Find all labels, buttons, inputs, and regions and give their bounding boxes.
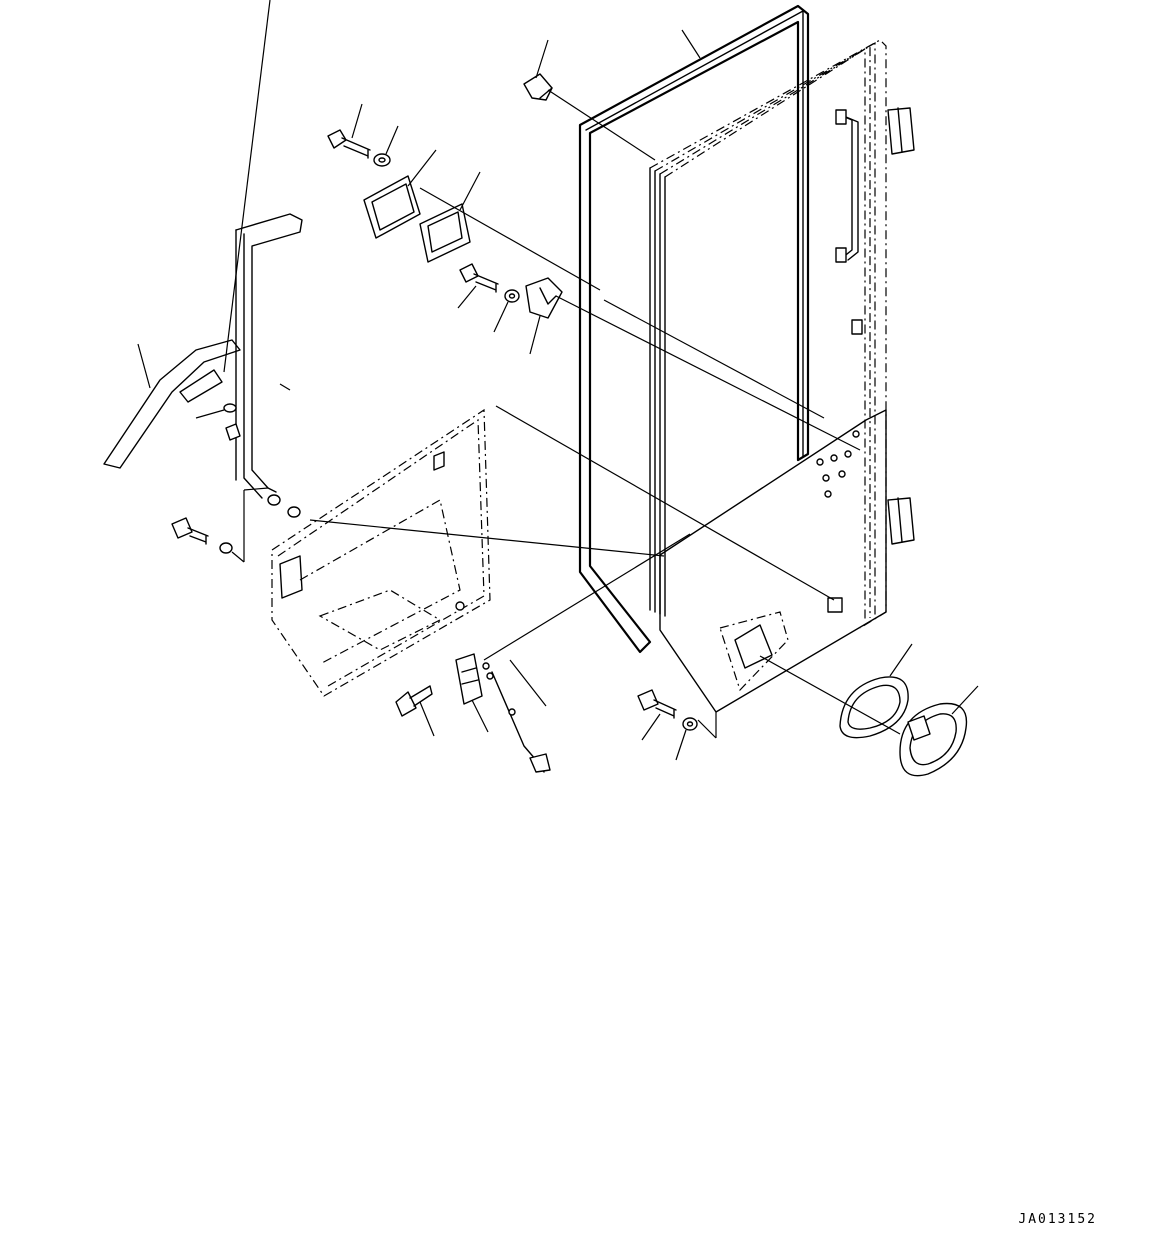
- rod-bracket: [103, 0, 271, 469]
- bolt-left: [171, 517, 209, 545]
- inner-handle: [899, 685, 979, 777]
- drawing-code-label: JA013152: [1018, 1212, 1097, 1227]
- hinge-upper: [887, 107, 915, 155]
- washer-upper: [373, 125, 399, 167]
- link-rod: [235, 213, 303, 499]
- washer-lower: [675, 712, 717, 761]
- door-panel: [649, 39, 887, 713]
- screw-lower: [395, 685, 435, 737]
- bolt-mid: [457, 263, 499, 309]
- hinge-lower: [887, 497, 915, 545]
- cover-plate: [363, 149, 437, 239]
- bolt-upper: [327, 103, 371, 159]
- washer-small: [195, 403, 237, 419]
- grab-handle: [835, 109, 859, 263]
- door-seal: [578, 4, 810, 654]
- washer-left: [219, 487, 301, 563]
- striker: [525, 277, 861, 451]
- washer-mid: [493, 289, 520, 333]
- stopper: [523, 39, 656, 161]
- cable-rod: [491, 659, 551, 773]
- gasket: [419, 171, 601, 291]
- handle-seal: [759, 643, 913, 739]
- trim-panel: [271, 408, 491, 697]
- pin: [225, 423, 241, 441]
- bolt-lower: [637, 689, 677, 741]
